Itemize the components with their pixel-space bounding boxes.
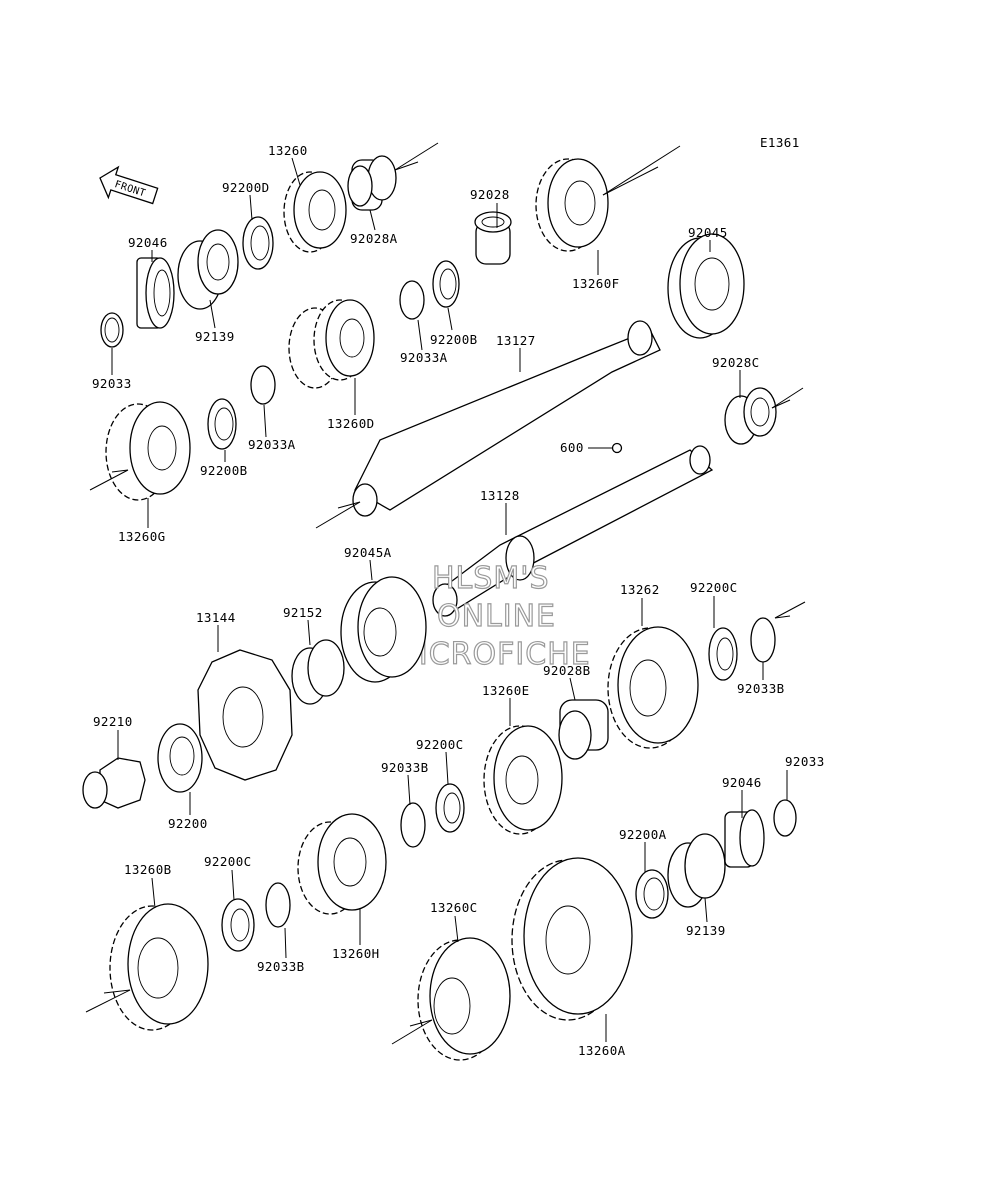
washer-8-icon xyxy=(221,898,255,952)
part-label[interactable]: 92028B xyxy=(543,663,591,678)
part-label[interactable]: 92046 xyxy=(128,235,168,250)
part-label[interactable]: 13260B xyxy=(124,862,172,877)
part-label[interactable]: 92152 xyxy=(283,605,323,620)
part-label[interactable]: 92033B xyxy=(381,760,429,775)
washer-6-icon xyxy=(435,783,465,833)
gear-13260F-icon xyxy=(535,158,609,252)
part-label[interactable]: 92033 xyxy=(92,376,132,391)
watermark-line-1: HLSM'S xyxy=(432,561,550,596)
part-label[interactable]: 92033B xyxy=(737,681,785,696)
collar-icon xyxy=(177,229,239,310)
circlip-6-icon xyxy=(773,799,797,837)
part-label[interactable]: 92200C xyxy=(204,854,252,869)
part-label[interactable]: 13260 xyxy=(268,143,308,158)
part-label[interactable]: 92200A xyxy=(619,827,667,842)
gear-13260-icon xyxy=(283,171,347,253)
leader-lines xyxy=(111,157,788,1042)
nut-icon xyxy=(82,757,146,809)
collar-3-icon xyxy=(667,833,726,908)
gear-13260G-icon xyxy=(105,401,191,501)
front-arrow-icon: FRONT xyxy=(99,165,159,205)
part-label[interactable]: 92046 xyxy=(722,775,762,790)
circlip-7-icon xyxy=(265,882,291,928)
part-label[interactable]: 92200C xyxy=(416,737,464,752)
part-label[interactable]: 13260E xyxy=(482,683,530,698)
gear-13260D-icon xyxy=(288,299,375,389)
part-label[interactable]: 92028C xyxy=(712,355,760,370)
part-label[interactable]: 92033A xyxy=(400,350,448,365)
circlip-5-icon xyxy=(400,802,426,848)
part-label[interactable]: 92200D xyxy=(222,180,270,195)
bushing-3-icon xyxy=(724,387,777,445)
part-label[interactable]: 92200 xyxy=(168,816,208,831)
part-label[interactable]: 13128 xyxy=(480,488,520,503)
washer-icon xyxy=(242,216,274,270)
part-label[interactable]: 92033A xyxy=(248,437,296,452)
part-label[interactable]: 92045 xyxy=(688,225,728,240)
gear-13260C-icon xyxy=(417,937,511,1061)
circlip-4-icon xyxy=(750,617,776,663)
part-label[interactable]: 13262 xyxy=(620,582,660,597)
part-label[interactable]: 92033B xyxy=(257,959,305,974)
part-label[interactable]: 92139 xyxy=(195,329,235,344)
part-label[interactable]: 92200B xyxy=(200,463,248,478)
part-label[interactable]: 13144 xyxy=(196,610,236,625)
needle-bearing-2-icon xyxy=(724,809,765,868)
washer-3-icon xyxy=(207,398,237,450)
part-label[interactable]: 13260G xyxy=(118,529,166,544)
bushing-2-icon xyxy=(474,211,512,265)
part-label[interactable]: 92028 xyxy=(470,187,510,202)
part-labels: 13260 92200D 92028A 92046 92139 92033 92… xyxy=(92,143,825,1058)
sprocket-icon xyxy=(197,649,293,781)
part-label[interactable]: 13260D xyxy=(327,416,375,431)
part-label[interactable]: 13260H xyxy=(332,946,380,961)
washer-5-icon xyxy=(708,627,738,681)
diagram-code: E1361 xyxy=(760,135,800,150)
part-label[interactable]: 92200B xyxy=(430,332,478,347)
needle-bearing-icon xyxy=(136,257,175,329)
part-label[interactable]: 92210 xyxy=(93,714,133,729)
bushing-icon xyxy=(347,155,397,211)
gear-13260B-icon xyxy=(109,903,209,1031)
gear-13262-icon xyxy=(607,626,699,749)
part-label[interactable]: 92028A xyxy=(350,231,398,246)
ball-bearing-2-icon xyxy=(340,576,427,683)
shaft-13128-icon xyxy=(432,445,714,617)
collar-2-icon xyxy=(291,639,345,705)
circlip-2-icon xyxy=(399,280,425,320)
part-label[interactable]: 92139 xyxy=(686,923,726,938)
part-label[interactable]: 92200C xyxy=(690,580,738,595)
gear-13260A-icon xyxy=(511,857,633,1021)
part-label[interactable]: 92045A xyxy=(344,545,392,560)
part-label[interactable]: 13260C xyxy=(430,900,478,915)
washer-7-icon xyxy=(635,869,669,919)
washer-2-icon xyxy=(432,260,460,308)
marker-600-icon xyxy=(611,442,623,454)
ball-bearing-icon xyxy=(667,233,745,339)
part-label[interactable]: 13260A xyxy=(578,1043,626,1058)
shaft-13127-icon xyxy=(352,320,661,517)
gear-13260E-icon xyxy=(483,725,563,835)
part-label[interactable]: 13260F xyxy=(572,276,620,291)
part-label[interactable]: 92033 xyxy=(785,754,825,769)
gear-13260H-icon xyxy=(297,813,387,915)
part-label[interactable]: 600 xyxy=(560,440,584,455)
circlip-3-icon xyxy=(250,365,276,405)
circlip-icon xyxy=(100,312,124,348)
watermark-line-2: ONLINE xyxy=(437,599,556,634)
part-label[interactable]: 13127 xyxy=(496,333,536,348)
washer-4-icon xyxy=(157,723,203,793)
bushing-4-icon xyxy=(558,699,609,760)
